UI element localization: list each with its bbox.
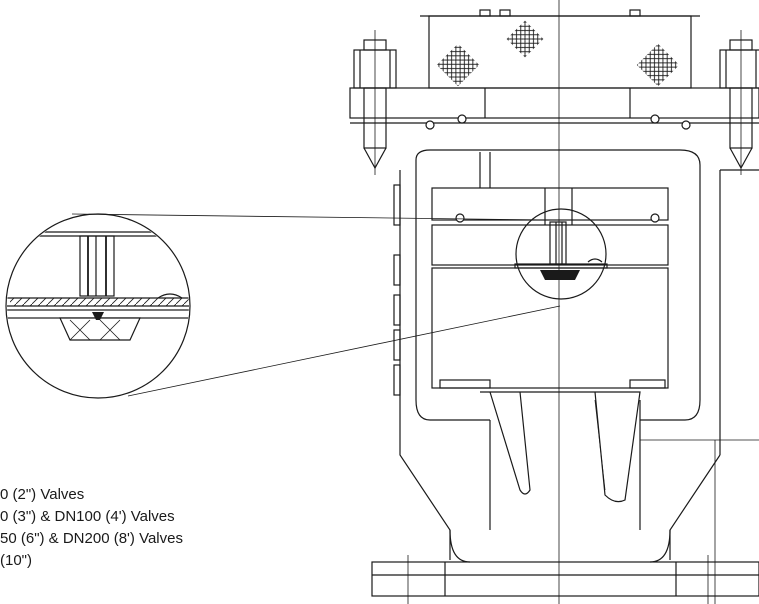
- valve-size-legend: 0 (2") Valves 0 (3") & DN100 (4') Valves…: [0, 484, 300, 572]
- right-bolt: [719, 30, 759, 175]
- leader-line-top: [71, 213, 549, 221]
- float-funnels: [480, 391, 641, 503]
- left-bolt: [353, 30, 397, 175]
- top-cover: [420, 9, 700, 89]
- valve-body: [393, 149, 759, 604]
- legend-line: 0 (2") Valves: [0, 486, 85, 503]
- legend-line: (10"): [0, 552, 32, 569]
- leader-line-bottom: [127, 305, 561, 397]
- legend-line: 0 (3") & DN100 (4') Valves: [0, 508, 175, 525]
- base-flange: [371, 529, 759, 604]
- legend-line: 50 (6") & DN200 (8') Valves: [0, 530, 183, 547]
- top-flange: [349, 87, 759, 130]
- detail-marker-circle: [514, 208, 608, 300]
- magnified-detail-view: [5, 213, 191, 399]
